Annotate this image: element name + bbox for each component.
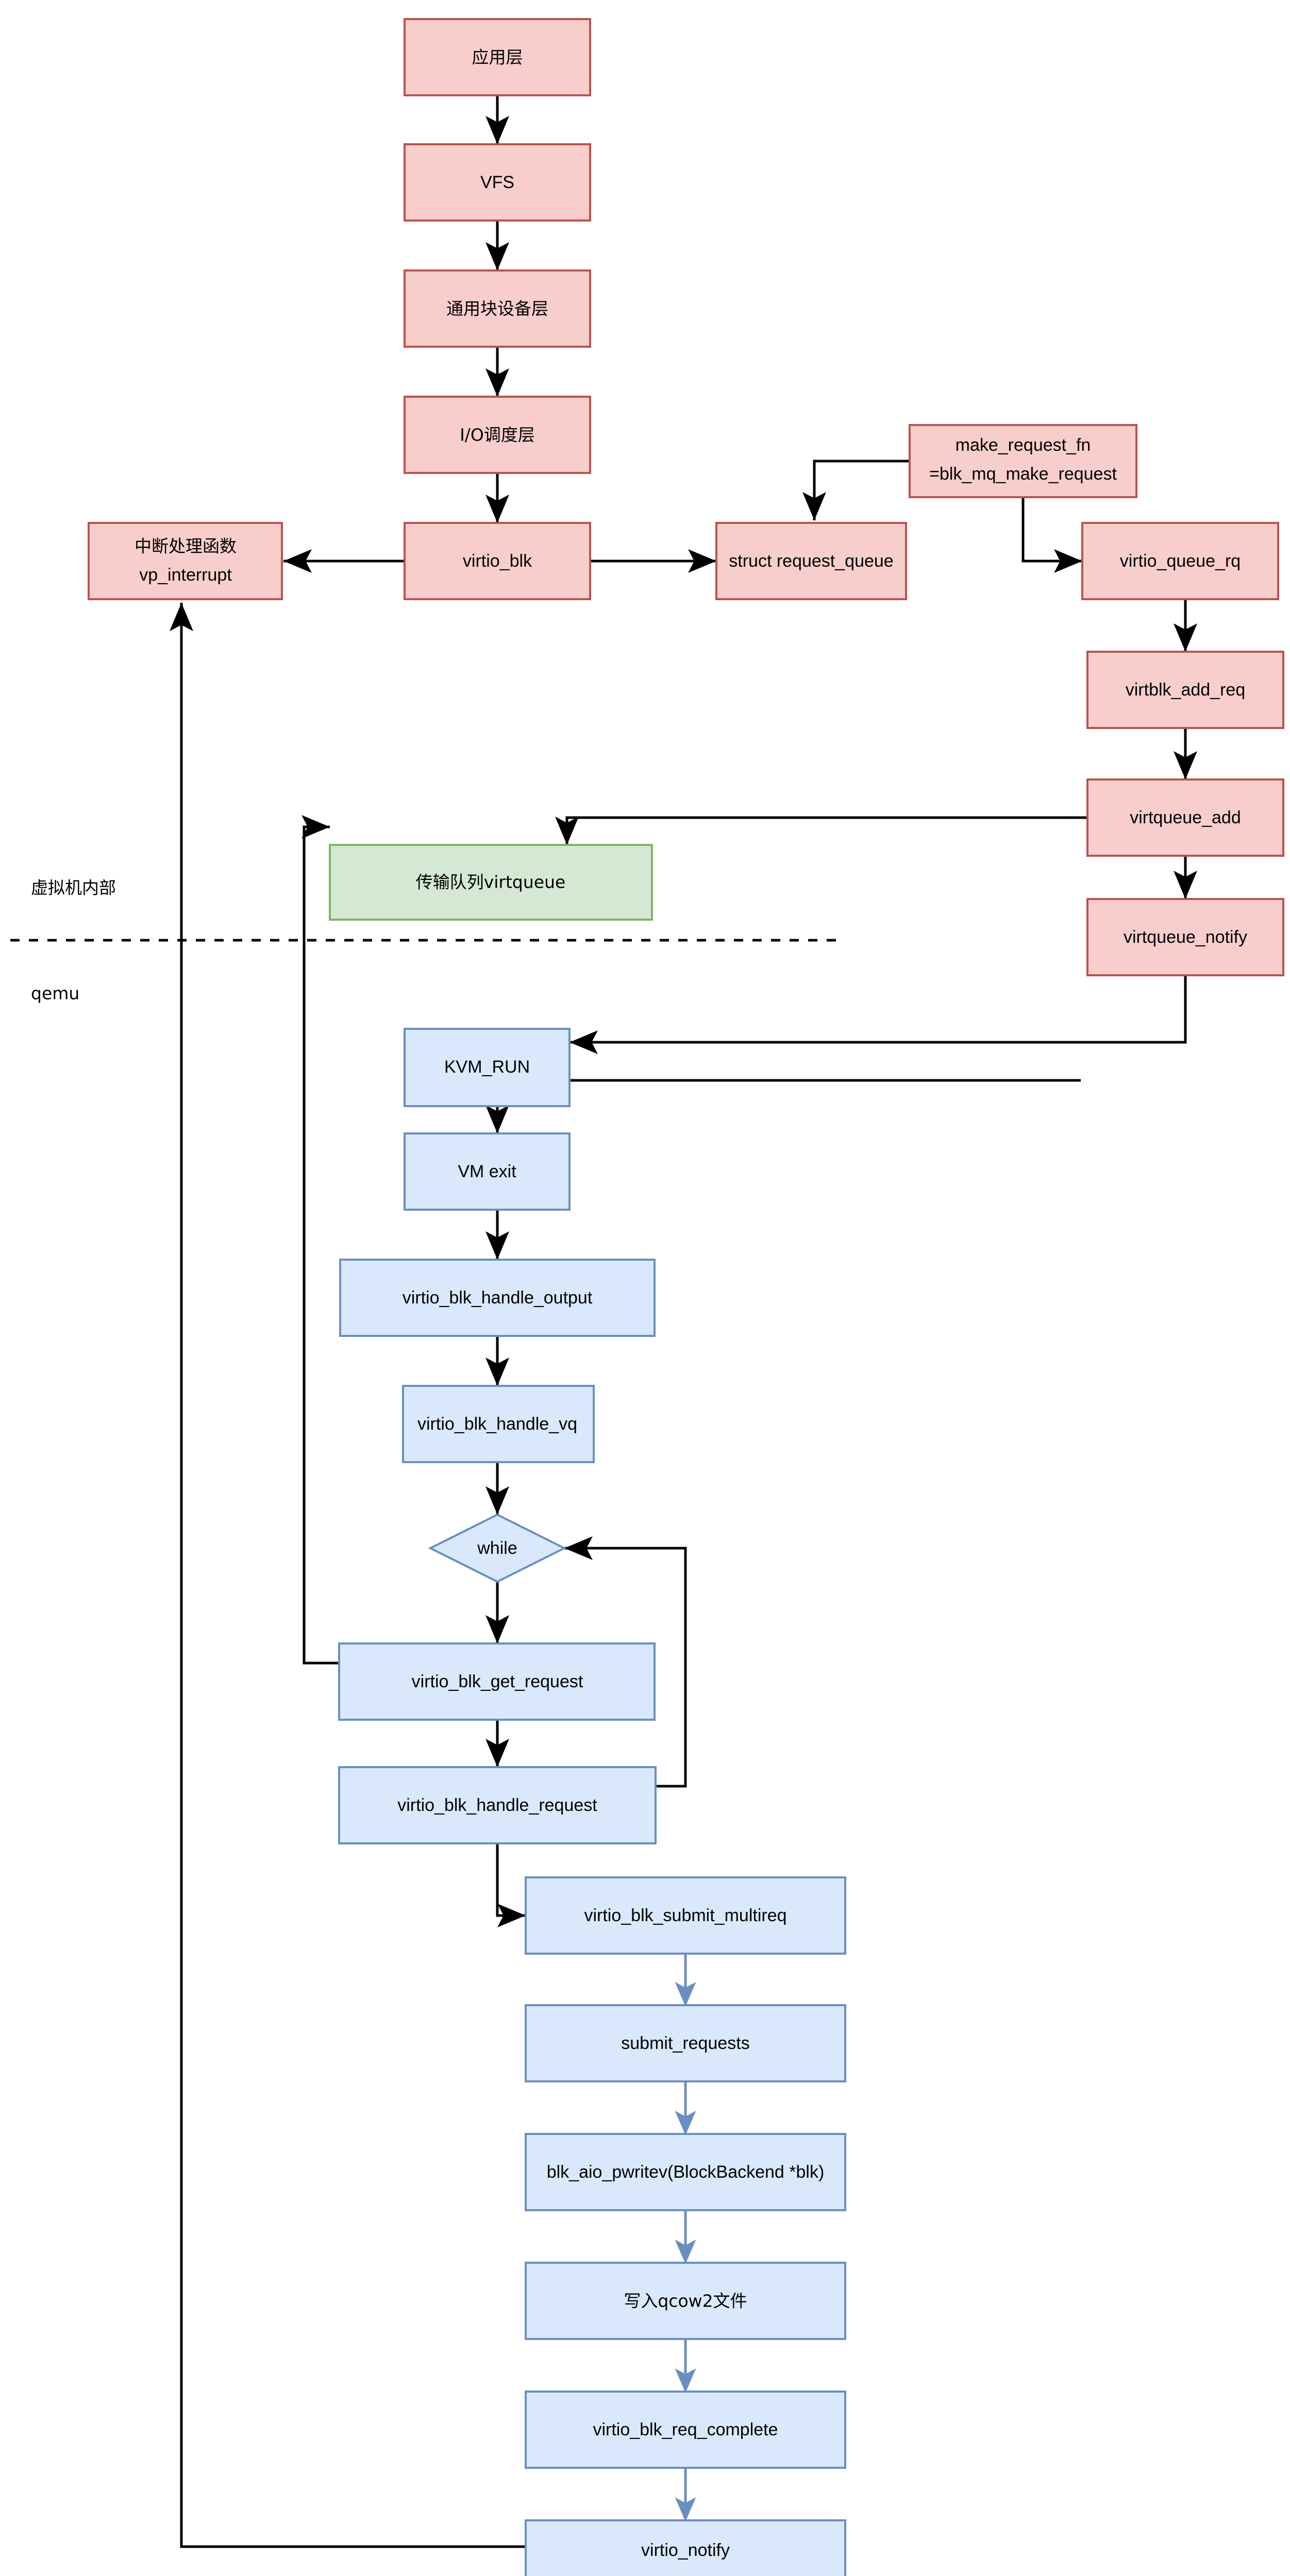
node-virtio-blk-handle-output[interactable]: virtio_blk_handle_output — [339, 1259, 656, 1337]
node-kvm-run[interactable]: KVM_RUN — [404, 1028, 571, 1107]
node-virtqueue[interactable]: 传输队列virtqueue — [329, 844, 653, 921]
node-make-request-fn[interactable]: make_request_fn =blk_mq_make_request — [909, 424, 1137, 498]
node-virtio-blk-req-complete[interactable]: virtio_blk_req_complete — [525, 2391, 846, 2469]
node-generic-block-layer[interactable]: 通用块设备层 — [404, 269, 591, 348]
edge-layer — [170, 95, 1197, 2548]
node-virtblk-add-req[interactable]: virtblk_add_req — [1086, 651, 1284, 729]
node-virtio-blk-get-request[interactable]: virtio_blk_get_request — [338, 1642, 656, 1721]
node-blk-aio-pwritev[interactable]: blk_aio_pwritev(BlockBackend *blk) — [525, 2133, 846, 2211]
zone-label-guest: 虚拟机内部 — [31, 878, 116, 898]
node-while[interactable]: while — [428, 1513, 567, 1583]
edge-get-request-to-virtqueue — [301, 815, 339, 1665]
node-vp-interrupt[interactable]: 中断处理函数 vp_interrupt — [88, 522, 283, 600]
node-virtio-blk-handle-vq[interactable]: virtio_blk_handle_vq — [402, 1385, 595, 1463]
node-io-scheduler-layer[interactable]: I/O调度层 — [404, 396, 591, 474]
edge-make-request-fn-to-request-queue — [802, 460, 910, 520]
edge-virtqueue-add-to-virtqueue — [555, 816, 1090, 845]
node-virtio-blk-handle-request[interactable]: virtio_blk_handle_request — [338, 1766, 657, 1844]
node-virtqueue-add[interactable]: virtqueue_add — [1086, 778, 1284, 857]
edge-handle-request-to-submit-multireq — [496, 1843, 526, 1927]
node-vm-exit[interactable]: VM exit — [404, 1132, 571, 1211]
node-app-layer[interactable]: 应用层 — [404, 18, 591, 96]
node-virtio-blk-submit-multireq[interactable]: virtio_blk_submit_multireq — [525, 1876, 846, 1955]
node-layer: 应用层 VFS 通用块设备层 I/O调度层 virtio_blk — [88, 18, 1284, 2576]
edge-virtqueue-notify-to-kvm-run — [569, 975, 1187, 1054]
node-struct-request-queue[interactable]: struct request_queue — [715, 522, 907, 600]
node-vfs[interactable]: VFS — [404, 143, 591, 222]
node-virtio-notify[interactable]: virtio_notify — [525, 2519, 846, 2576]
edge-virtio-notify-to-vp-interrupt — [170, 603, 526, 2548]
edge-make-request-fn-to-virtio-queue-rq — [1021, 497, 1082, 573]
edge-handle-request-to-while — [564, 1536, 687, 1788]
node-virtqueue-notify[interactable]: virtqueue_notify — [1086, 898, 1284, 976]
node-write-qcow2-file[interactable]: 写入qcow2文件 — [525, 2262, 846, 2340]
node-submit-requests[interactable]: submit_requests — [525, 2004, 846, 2082]
node-virtio-blk[interactable]: virtio_blk — [404, 522, 591, 600]
edge-kvm-run-to-vm-exit — [497, 1079, 1081, 1133]
node-virtio-queue-rq[interactable]: virtio_queue_rq — [1081, 522, 1279, 600]
zone-label-qemu: qemu — [31, 984, 79, 1004]
